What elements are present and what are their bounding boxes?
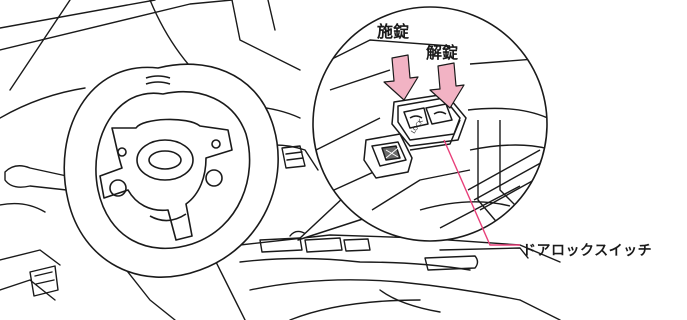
lock-arrow-icon [383,54,419,101]
lock-label: 施錠 [377,22,410,41]
arrow-icons [383,54,465,109]
door-lock-switch: LOCK [391,93,467,151]
window-lock-button [363,133,413,179]
unlock-label: 解錠 [426,43,459,62]
callout-lens: LOCK [297,6,548,242]
steering-wheel [63,63,279,278]
door-lock-switch-leader-line [443,139,520,246]
unlock-arrow-icon [429,62,465,109]
door-lock-switch-label: ドアロックスイッチ [522,243,653,259]
